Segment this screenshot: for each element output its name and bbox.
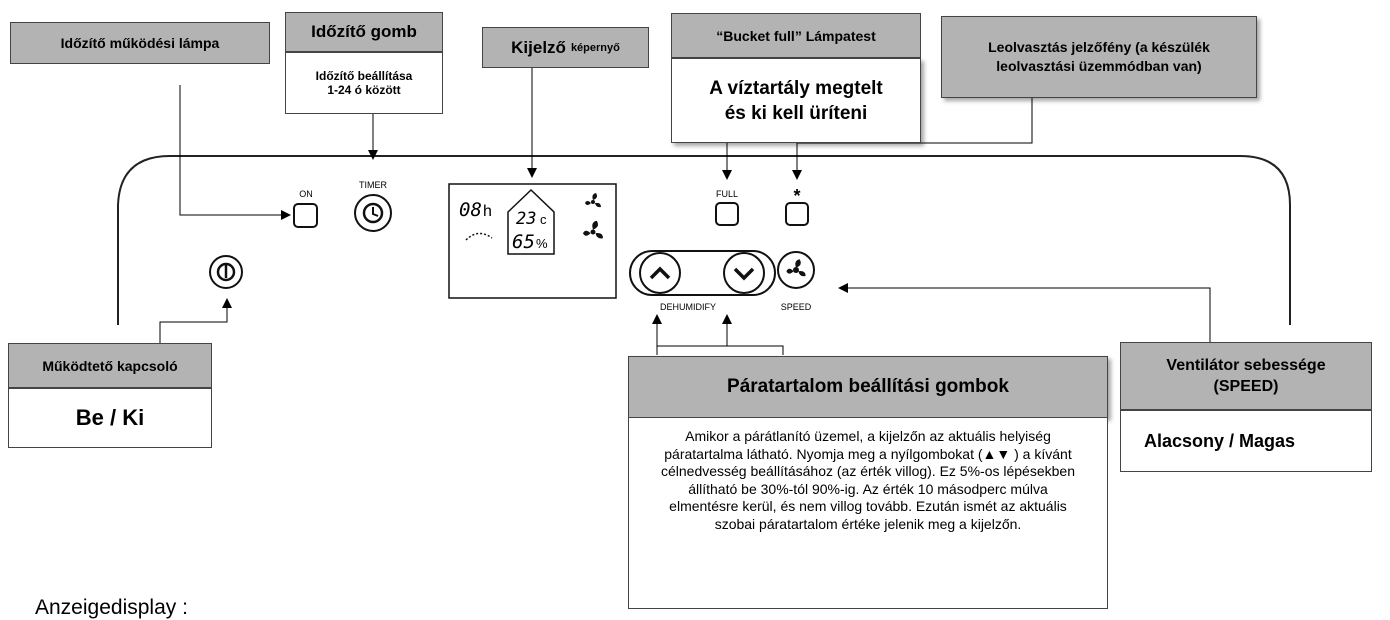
humidity-buttons-desc: Amikor a párátlanító üzemel, a kijelzőn … xyxy=(660,428,1075,532)
timer-button-title-box: Időzítő gomb xyxy=(285,12,443,52)
fan-low-icon xyxy=(585,193,601,208)
timer-button-title: Időzítő gomb xyxy=(311,22,417,41)
clock-icon xyxy=(362,202,384,224)
timer-button-callout: Időzítő gomb Időzítő beállítása 1-24 ó k… xyxy=(285,12,443,114)
timer-button-desc-1: Időzítő beállítása xyxy=(315,69,413,83)
power-switch-title: Működtető kapcsoló xyxy=(42,357,178,374)
leader-fan-speed xyxy=(838,283,1211,342)
dehumidify-label: DEHUMIDIFY xyxy=(660,302,716,312)
humidity-buttons-callout: Páratartalom beállítási gombok Amikor a … xyxy=(628,356,1108,609)
power-switch-title-box: Működtető kapcsoló xyxy=(8,343,212,388)
power-button[interactable] xyxy=(209,255,243,289)
power-switch-value: Be / Ki xyxy=(75,405,145,430)
humidity-buttons-desc-box: Amikor a párátlanító üzemel, a kijelzőn … xyxy=(628,418,1108,609)
fan-icon xyxy=(786,259,806,277)
footer-text: Anzeigedisplay : xyxy=(35,596,188,619)
defrost-symbol: * xyxy=(793,186,800,206)
display-callout: Kijelző képernyő xyxy=(482,27,649,68)
speed-button[interactable] xyxy=(777,251,815,289)
panel-outline xyxy=(117,155,1291,325)
fan-speed-title-1: Ventilátor sebessége xyxy=(1166,357,1326,374)
fan-speed-callout: Ventilátor sebessége (SPEED) Alacsony / … xyxy=(1120,342,1372,472)
bucket-full-desc-2: és ki kell üríteni xyxy=(724,102,868,124)
timer-button-desc-2: 1-24 ó között xyxy=(327,83,401,97)
display-title-main: Kijelző xyxy=(511,37,566,57)
chevron-down-icon xyxy=(733,267,755,281)
chevron-up-icon xyxy=(649,266,671,280)
defrost-title-1: Leolvasztás jelzőfény (a készülék xyxy=(988,39,1210,55)
power-icon xyxy=(216,262,236,282)
timer-button[interactable] xyxy=(354,194,392,232)
leader-humidity-buttons xyxy=(656,345,784,355)
bucket-full-desc-1: A víztartály megtelt xyxy=(709,77,883,99)
defrost-title-2: leolvasztási üzemmódban van) xyxy=(996,58,1202,74)
timer-lamp-callout: Időzítő működési lámpa xyxy=(10,22,270,64)
bucket-full-desc-box: A víztartály megtelt és ki kell üríteni xyxy=(671,58,921,143)
humidity-up-button[interactable] xyxy=(639,252,681,294)
footer-heading: Anzeigedisplay : xyxy=(35,596,188,620)
lcd-humidity: 65 xyxy=(512,231,535,253)
defrost-callout: Leolvasztás jelzőfény (a készülék leolva… xyxy=(941,16,1257,98)
fan-speed-title-box: Ventilátor sebessége (SPEED) xyxy=(1120,342,1372,410)
power-switch-value-box: Be / Ki xyxy=(8,388,212,448)
humidity-buttons-title-box: Páratartalom beállítási gombok xyxy=(628,356,1108,418)
leader-timer-lamp xyxy=(179,85,291,220)
lcd-hours-unit: h xyxy=(483,203,492,220)
humidity-down-button[interactable] xyxy=(723,252,765,294)
full-lamp-label: FULL xyxy=(716,189,738,199)
bucket-full-title: “Bucket full” Lámpatest xyxy=(716,27,876,44)
fan-speed-value: Alacsony / Magas xyxy=(1144,430,1296,451)
full-lamp xyxy=(715,202,739,226)
lcd-humidity-unit: % xyxy=(536,236,548,251)
humidity-buttons-title: Páratartalom beállítási gombok xyxy=(727,376,1009,397)
power-switch-callout: Működtető kapcsoló Be / Ki xyxy=(8,343,212,448)
timer-lamp xyxy=(293,203,318,228)
fan-high-icon xyxy=(583,220,603,239)
bucket-full-title-box: “Bucket full” Lámpatest xyxy=(671,13,921,58)
lcd-display: 08 h 23 c 65 % xyxy=(448,183,617,299)
speed-label: SPEED xyxy=(781,302,812,312)
display-title-small: képernyő xyxy=(570,41,620,54)
timer-lamp-title: Időzítő működési lámpa xyxy=(60,35,220,51)
timer-button-desc-box: Időzítő beállítása 1-24 ó között xyxy=(285,52,443,114)
fan-speed-title-2: (SPEED) xyxy=(1213,378,1279,395)
lcd-hours: 08 xyxy=(459,199,482,221)
on-lamp-label: ON xyxy=(299,189,313,199)
lcd-temperature: 23 xyxy=(516,209,536,229)
leader-defrost-lamp xyxy=(792,98,1033,180)
defrost-lamp xyxy=(785,202,809,226)
bucket-full-callout: “Bucket full” Lámpatest A víztartály meg… xyxy=(671,13,921,143)
lcd-temperature-unit: c xyxy=(540,212,547,227)
fan-speed-value-box: Alacsony / Magas xyxy=(1120,410,1372,472)
house-icon xyxy=(507,188,555,255)
timer-button-label: TIMER xyxy=(359,180,387,190)
leader-power-switch xyxy=(159,298,232,343)
